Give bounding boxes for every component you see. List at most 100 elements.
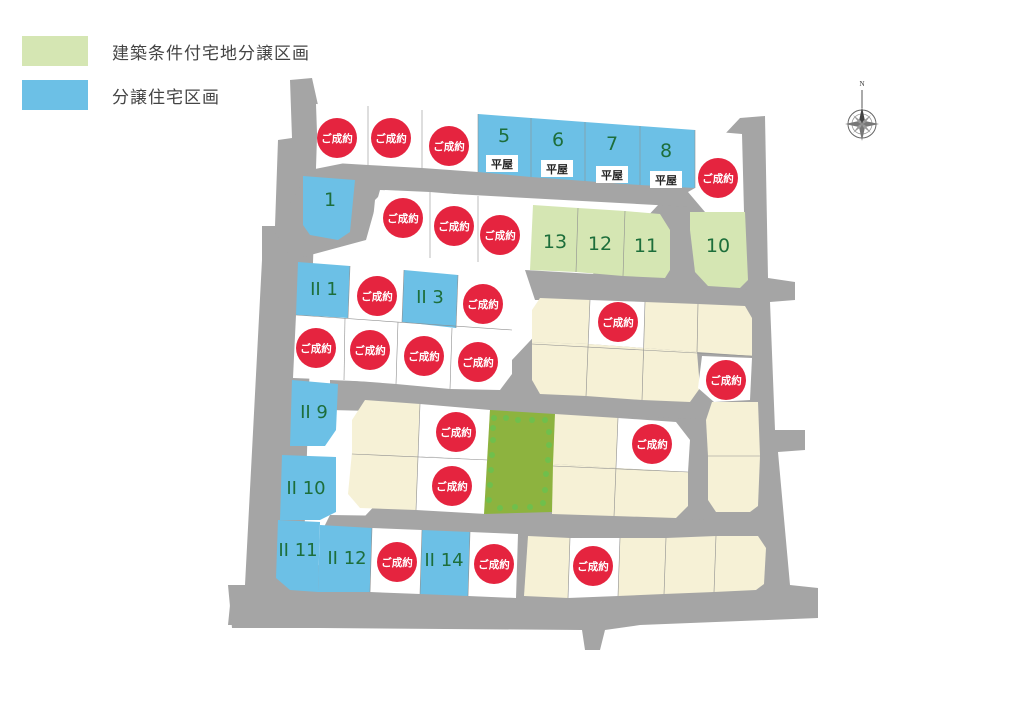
svg-text:ご成約: ご成約: [484, 229, 516, 242]
svg-text:ご成約: ご成約: [436, 480, 468, 493]
sold-badge: ご成約: [432, 466, 472, 506]
svg-text:平屋: 平屋: [491, 158, 513, 171]
lot[interactable]: [586, 344, 644, 400]
sold-badge: ご成約: [317, 118, 357, 158]
sold-badge: ご成約: [357, 276, 397, 316]
lot[interactable]: [348, 452, 418, 510]
lot-number-7: 7: [606, 133, 618, 155]
svg-text:ご成約: ご成約: [636, 438, 668, 451]
flat-tag: 平屋: [650, 171, 682, 188]
svg-text:ご成約: ご成約: [467, 298, 499, 311]
svg-text:ご成約: ご成約: [710, 374, 742, 387]
svg-text:N: N: [859, 80, 864, 88]
legend-swatch-blue: [22, 80, 88, 110]
sold-badge: ご成約: [632, 424, 672, 464]
lot-number-ii14: II 14: [424, 550, 463, 571]
lot-ii1[interactable]: [296, 262, 350, 318]
lot-ii10[interactable]: [280, 455, 336, 520]
lot-ii14[interactable]: [420, 530, 470, 596]
lot-number-5: 5: [498, 125, 510, 147]
park-trees: [486, 415, 552, 511]
sold-badge: ご成約: [371, 118, 411, 158]
sold-badge: ご成約: [573, 546, 613, 586]
lot[interactable]: [697, 304, 752, 356]
sold-badge: ご成約: [463, 284, 503, 324]
lot-ii3[interactable]: [402, 270, 458, 328]
sold-badge: ご成約: [480, 215, 520, 255]
lot[interactable]: [352, 400, 420, 456]
lot[interactable]: [532, 298, 590, 344]
svg-text:ご成約: ご成約: [462, 356, 494, 369]
lot-number-ii9: II 9: [300, 402, 328, 423]
svg-text:ご成約: ご成約: [361, 290, 393, 303]
flat-tag: 平屋: [486, 155, 518, 172]
svg-text:ご成約: ご成約: [381, 556, 413, 569]
compass-icon: N: [845, 80, 879, 141]
svg-text:平屋: 平屋: [601, 169, 623, 182]
lot-ii9[interactable]: [290, 380, 338, 446]
lot[interactable]: [614, 468, 688, 518]
svg-text:ご成約: ご成約: [375, 132, 407, 145]
lot[interactable]: [706, 402, 760, 456]
lot[interactable]: [664, 536, 716, 594]
legend-swatch-green: [22, 36, 88, 66]
sold-badge: ご成約: [383, 198, 423, 238]
svg-text:ご成約: ご成約: [433, 140, 465, 153]
sold-badge: ご成約: [350, 330, 390, 370]
lot[interactable]: [618, 538, 666, 596]
lot-number-1: 1: [324, 189, 336, 211]
svg-text:ご成約: ご成約: [300, 342, 332, 355]
lot-number-ii3: II 3: [416, 287, 444, 308]
lot-13[interactable]: [530, 205, 578, 272]
sold-badges: ご成約 ご成約 ご成約 ご成約 ご成約 ご成約 ご成約 ご成約 ご成約 ご成約 …: [296, 118, 746, 586]
lot-ii12[interactable]: [318, 525, 372, 592]
lot[interactable]: [642, 348, 700, 402]
lot[interactable]: [532, 342, 588, 396]
svg-text:ご成約: ご成約: [321, 132, 353, 145]
svg-text:ご成約: ご成約: [478, 558, 510, 571]
lot-numbers: 5 6 7 8 1 13 12 11 10 II 1 II 3 II 9 II …: [278, 125, 730, 571]
lot-11[interactable]: [623, 211, 670, 278]
sold-badge: ご成約: [377, 542, 417, 582]
flat-tag: 平屋: [596, 166, 628, 183]
lot[interactable]: [644, 302, 698, 352]
legend: 建築条件付宅地分譲区画 分譲住宅区画: [22, 36, 310, 124]
lot-10[interactable]: [690, 212, 748, 288]
lot-number-ii11: II 11: [278, 540, 317, 561]
svg-text:ご成約: ご成約: [577, 560, 609, 573]
lot-1[interactable]: [303, 176, 355, 240]
svg-text:ご成約: ご成約: [438, 220, 470, 233]
legend-label: 建築条件付宅地分譲区画: [112, 43, 310, 64]
lot-number-ii12: II 12: [327, 548, 366, 569]
svg-text:ご成約: ご成約: [602, 316, 634, 329]
lot-number-8: 8: [660, 140, 672, 162]
flat-tags: 平屋 平屋 平屋 平屋: [486, 155, 682, 188]
svg-text:ご成約: ご成約: [354, 344, 386, 357]
legend-label: 分譲住宅区画: [112, 87, 220, 108]
lot-number-ii1: II 1: [310, 279, 338, 300]
lot-number-10: 10: [706, 235, 730, 257]
block-south: [318, 525, 766, 598]
block-two-west: [276, 380, 338, 592]
svg-text:ご成約: ご成約: [387, 212, 419, 225]
lot-ii11[interactable]: [276, 520, 320, 592]
lot-number-11: 11: [634, 235, 658, 257]
lot-number-ii10: II 10: [286, 478, 325, 499]
lot-number-6: 6: [552, 129, 564, 151]
lot-12[interactable]: [576, 208, 625, 276]
lot-dividers: [295, 106, 760, 599]
lot[interactable]: [714, 536, 766, 592]
sold-badge: ご成約: [434, 206, 474, 246]
lot[interactable]: [552, 464, 616, 516]
lot[interactable]: [708, 456, 760, 512]
lot[interactable]: [524, 536, 570, 598]
sold-badge: ご成約: [698, 158, 738, 198]
lot[interactable]: [553, 414, 618, 468]
sold-badge: ご成約: [436, 412, 476, 452]
svg-text:ご成約: ご成約: [408, 350, 440, 363]
sold-badge: ご成約: [429, 126, 469, 166]
sold-badge: ご成約: [404, 336, 444, 376]
svg-text:平屋: 平屋: [546, 163, 568, 176]
park: [484, 410, 555, 514]
